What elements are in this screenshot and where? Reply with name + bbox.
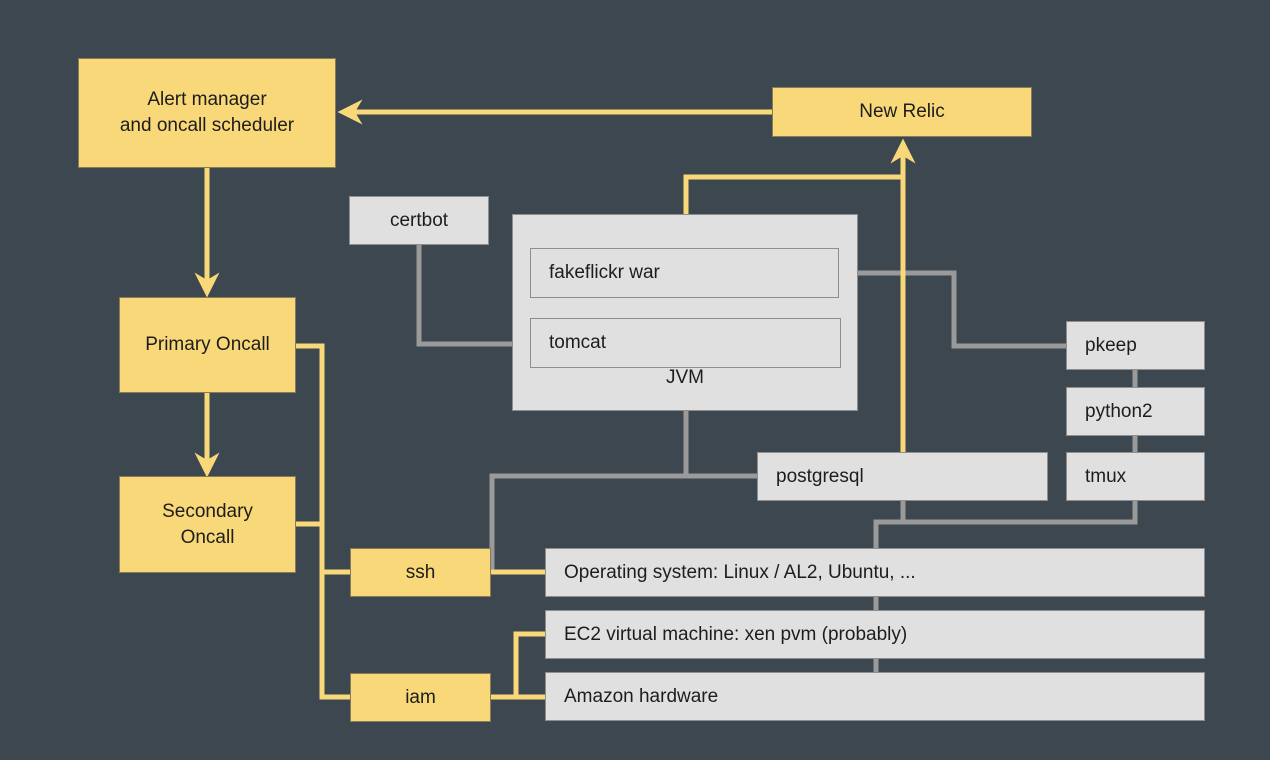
certbot-box[interactable]: certbot <box>349 196 489 245</box>
pkeep-label: pkeep <box>1085 334 1137 356</box>
ssh-label: ssh <box>405 561 436 583</box>
amazon-hardware-box[interactable]: Amazon hardware <box>545 672 1205 721</box>
new-relic-label: New Relic <box>859 101 945 123</box>
ssh-box[interactable]: ssh <box>350 548 491 597</box>
certbot-tomcat-link <box>416 244 532 347</box>
jvm-container[interactable]: JVM <box>512 214 858 411</box>
ec2-vm-box[interactable]: EC2 virtual machine: xen pvm (probably) <box>545 610 1205 659</box>
postgresql-label: postgresql <box>776 465 864 487</box>
iam-ec2-link <box>513 631 545 697</box>
jvm-label: JVM <box>666 367 704 388</box>
alert-manager-label-line2: and oncall scheduler <box>119 115 295 136</box>
python2-label: python2 <box>1085 400 1153 422</box>
python2-box[interactable]: python2 <box>1066 387 1205 436</box>
certbot-label: certbot <box>389 209 449 231</box>
tmux-label: tmux <box>1085 465 1127 487</box>
operating-system-box[interactable]: Operating system: Linux / AL2, Ubuntu, .… <box>545 548 1205 597</box>
jvm-newrelic-arrow <box>683 174 903 214</box>
new-relic-box[interactable]: New Relic <box>772 87 1032 137</box>
secondary-oncall-label-line1: Secondary <box>162 500 253 522</box>
iam-label: iam <box>405 686 436 708</box>
fakeflickr-war-label: fakeflickr war <box>549 262 660 284</box>
iam-box[interactable]: iam <box>350 673 491 722</box>
tmux-box[interactable]: tmux <box>1066 452 1205 501</box>
war-pkeep-link <box>839 270 1066 349</box>
primary-oncall-box[interactable]: Primary Oncall <box>119 297 296 393</box>
ec2-vm-label: EC2 virtual machine: xen pvm (probably) <box>564 623 908 645</box>
secondary-oncall-label-line2: Oncall <box>180 526 235 548</box>
alert-manager-box[interactable]: Alert manager and oncall scheduler <box>78 58 336 168</box>
amazon-hardware-label: Amazon hardware <box>564 685 719 707</box>
operating-system-label: Operating system: Linux / AL2, Ubuntu, .… <box>564 561 916 583</box>
jvm-ssh-link <box>489 410 689 572</box>
primary-oncall-label: Primary Oncall <box>145 334 270 356</box>
tomcat-box[interactable]: tomcat <box>530 318 841 368</box>
postgresql-box[interactable]: postgresql <box>757 452 1048 501</box>
fakeflickr-war-box[interactable]: fakeflickr war <box>530 248 839 298</box>
pkeep-box[interactable]: pkeep <box>1066 321 1205 370</box>
alert-manager-label-line1: Alert manager <box>147 89 267 111</box>
tmux-stack-link <box>876 501 1138 525</box>
tomcat-label: tomcat <box>549 332 607 354</box>
